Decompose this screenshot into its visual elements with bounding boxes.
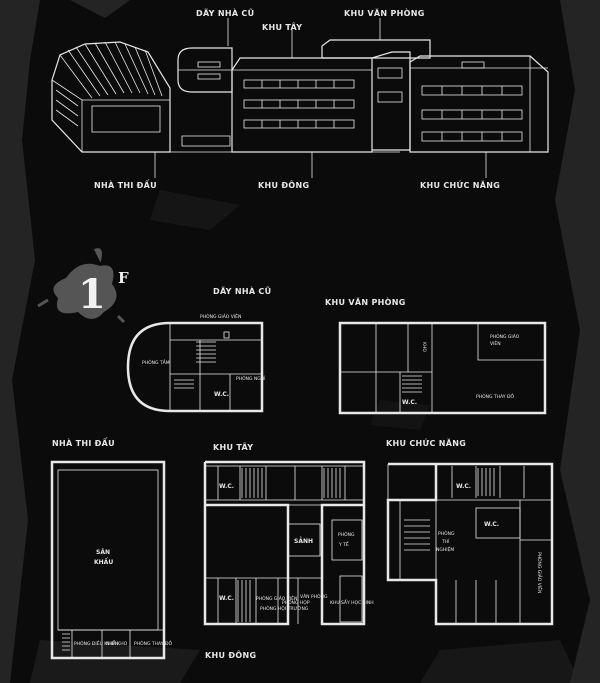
room-phong-y-te-2: Y TẾ (338, 540, 349, 548)
room-wc-west: W.C. (219, 483, 234, 490)
plan-west-east: W.C. SẢNH PHÒNG Y TẾ W.C. PHÒNG GIÁO VIÊ… (203, 460, 374, 626)
room-wc-function: W.C. (484, 521, 499, 528)
gym-building (51, 41, 171, 153)
callout-lines (154, 18, 487, 178)
label-khu-tay-plan: KHU TÂY (213, 441, 253, 452)
label-nha-thi-dau-3d: NHÀ THI ĐẤU (94, 178, 157, 190)
plan-gym: SÂN KHẤU PHÒNG ĐIỀU KHIỂN NHÀ KHO PHÒNG … (50, 460, 172, 660)
room-phong-tam: PHÒNG TẮM (142, 358, 170, 366)
label-khu-van-phong-plan: KHU VĂN PHÒNG (325, 296, 406, 307)
label-day-nha-cu-3d: DÃY NHÀ CŨ (196, 7, 254, 18)
room-phong-hop: PHÒNG HỌP (282, 599, 310, 606)
room-sanh: SẢNH (294, 537, 313, 545)
room-nha-kho: NHÀ KHO (106, 640, 128, 647)
room-phong-dieu-khien: PHÒNG ĐIỀU KHIỂN (74, 639, 118, 647)
room-phong-giao-vien-function: PHÒNG GIÁO VIÊN (536, 552, 544, 593)
room-phong-thay-do-office: PHÒNG THAY ĐỒ (476, 391, 514, 400)
plan-function: W.C. W.C. PHÒNG THÍ NGHIỆM PHÒNG GIÁO VI… (386, 462, 554, 626)
label-day-nha-cu-plan: DÃY NHÀ CŨ (213, 285, 271, 296)
floor-number: 1 (78, 271, 106, 318)
floor-suffix: F (118, 269, 129, 287)
room-phong-giao-vien-office-a: PHÒNG GIÁO (490, 333, 520, 340)
room-phong-thi-nghiem-2: THÍ (441, 538, 450, 545)
room-san-khau-2: KHẤU (94, 558, 113, 566)
room-phong-hoi-truong: PHÒNG HỘI TRƯỜNG (260, 605, 309, 612)
room-phong-giao-vien-office-b: VIÊN (490, 339, 501, 347)
office-block (321, 39, 431, 151)
room-phong-thay-do-gym: PHÒNG THAY ĐỒ (134, 638, 172, 647)
room-san-khau-1: SÂN (96, 549, 110, 556)
room-wc-east: W.C. (219, 595, 234, 602)
room-phong-nghi: PHÒNG NGHỈ (236, 374, 266, 382)
function-block (409, 55, 549, 153)
room-phong-thi-nghiem-1: PHÒNG (438, 530, 455, 537)
room-van-phong: VĂN PHÒNG (300, 593, 328, 600)
floor-badge: 1 F (37, 248, 129, 324)
room-khu-say-hoc-sinh: KHU SẤY HỌC SINH (330, 598, 374, 606)
room-kho-office: KHO (421, 342, 427, 352)
room-phong-giao-vien-old: PHÒNG GIÁO VIÊN (200, 312, 241, 320)
label-khu-chuc-nang-3d: KHU CHỨC NĂNG (420, 179, 500, 190)
building-3d-view: DÃY NHÀ CŨ KHU TÂY KHU VĂN PHÒNG NHÀ THI… (51, 7, 549, 190)
plan-office: PHÒNG GIÁO VIÊN PHÒNG THAY ĐỒ KHO W.C. (338, 321, 547, 415)
label-nha-thi-dau-plan: NHÀ THI ĐẤU (52, 436, 115, 448)
plan-old-building: PHÒNG GIÁO VIÊN PHÒNG TẮM PHÒNG NGHỈ W.C… (126, 312, 266, 413)
label-khu-van-phong-3d: KHU VĂN PHÒNG (344, 7, 425, 18)
west-block (170, 57, 400, 153)
room-phong-giao-vien-east: PHÒNG GIÁO VIÊN (256, 594, 297, 602)
old-building (177, 47, 233, 93)
label-khu-tay-3d: KHU TÂY (262, 21, 302, 32)
label-khu-dong-plan: KHU ĐÔNG (205, 649, 256, 660)
room-phong-y-te-1: PHÒNG (338, 531, 355, 538)
room-wc-office: W.C. (402, 399, 417, 406)
room-wc-function-top: W.C. (456, 483, 471, 490)
room-phong-thi-nghiem-3: NGHIỆM (436, 545, 454, 553)
label-khu-chuc-nang-plan: KHU CHỨC NĂNG (386, 437, 466, 448)
label-khu-dong-3d: KHU ĐÔNG (258, 179, 309, 190)
room-wc-old: W.C. (214, 391, 229, 398)
